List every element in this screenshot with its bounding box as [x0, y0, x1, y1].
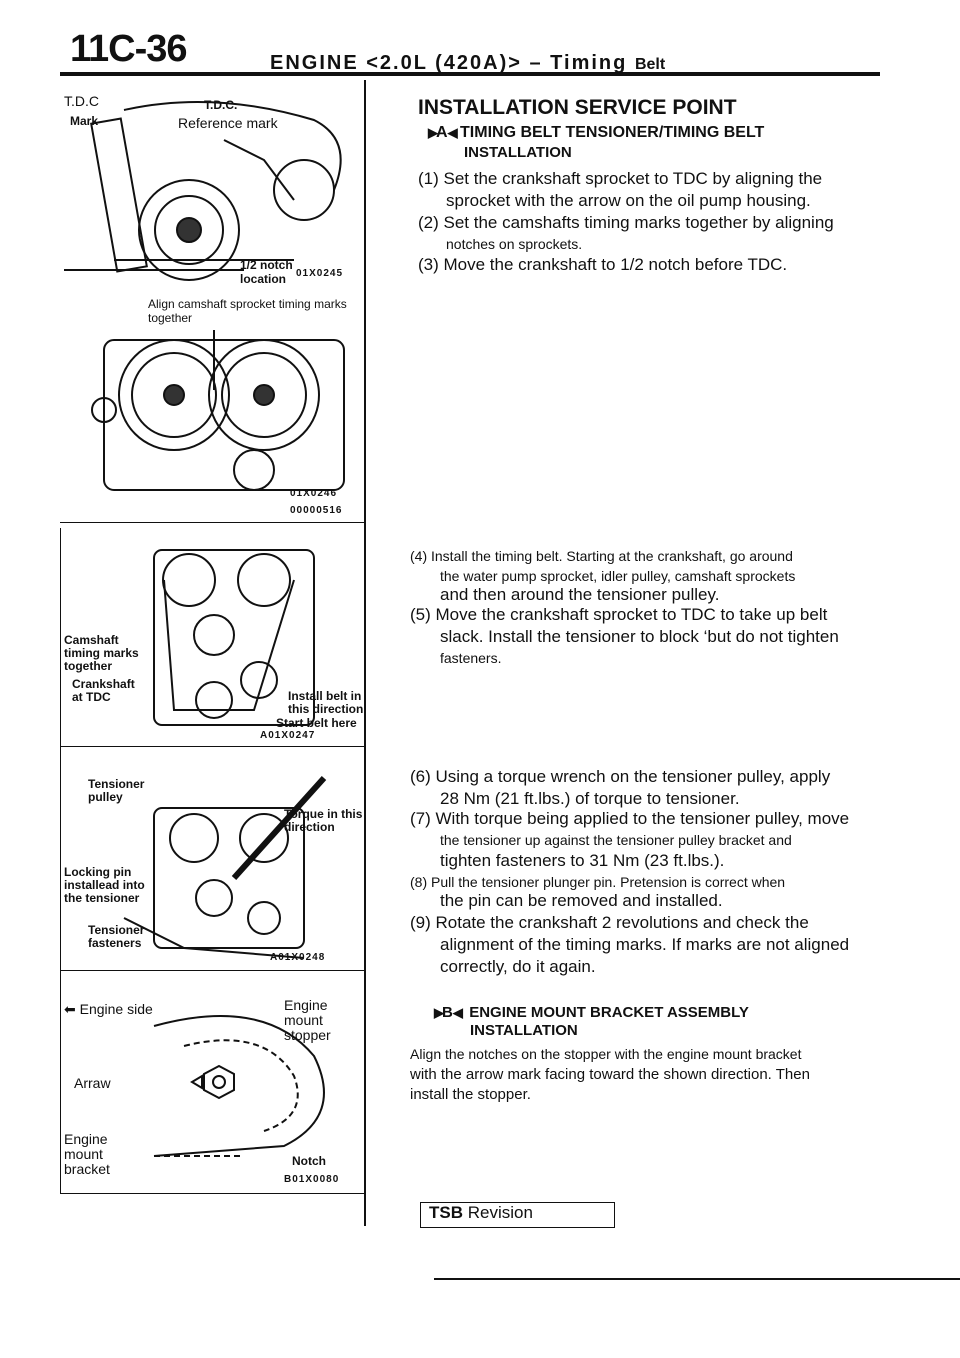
crankshaft-sprocket-drawing	[64, 101, 342, 281]
figure-crankshaft-tdc: T.D.C Mark T.D.C. Reference mark 1/2 not…	[64, 80, 360, 290]
marker-a-icon: ▶	[428, 125, 438, 140]
step-6-cont: 28 Nm (21 ft.lbs.) of torque to tensione…	[440, 789, 740, 808]
label-mount-bracket: Engine mount bracket	[64, 1131, 110, 1177]
figure-separator	[60, 970, 366, 971]
camshaft-sprockets-drawing	[91, 330, 345, 491]
section-b-title: ▶B◀ ENGINE MOUNT BRACKET ASSEMBLY	[434, 1004, 749, 1021]
figure-tensioner: Tensioner pulley Torque in this directio…	[64, 768, 362, 966]
label-torque-direction: Torque in this direction	[284, 807, 363, 834]
figure-separator	[60, 1193, 366, 1194]
belt-routing-drawing	[153, 549, 315, 726]
figure-frame-left	[60, 528, 61, 1194]
step-1-cont: sprocket with the arrow on the oil pump …	[446, 191, 811, 210]
label-notch: Notch	[292, 1154, 326, 1168]
page-title-main: ENGINE <2.0L (420A)> – Timing	[270, 52, 628, 74]
label-locking-pin: Locking pin installead into the tensione…	[64, 865, 145, 905]
step-9: (9) Rotate the crankshaft 2 revolutions …	[410, 913, 809, 932]
step-9-cont-2: correctly, do it again.	[440, 957, 596, 976]
figure-code: B01X0080	[284, 1174, 340, 1185]
step-7-cont: the tensioner up against the tensioner p…	[440, 832, 792, 848]
column-divider	[364, 80, 366, 1226]
label-start-belt: Start belt here	[276, 716, 357, 730]
label-location: location	[240, 272, 287, 286]
step-2: (2) Set the camshafts timing marks toget…	[418, 213, 834, 232]
tsb-revision-box: TSB Revision	[420, 1202, 615, 1228]
section-a-title-2: INSTALLATION	[464, 144, 572, 161]
label-arrow: Arraw	[74, 1075, 111, 1091]
page-title-tail: Belt	[634, 56, 666, 73]
header-rule	[60, 72, 880, 76]
step-1: (1) Set the crankshaft sprocket to TDC b…	[418, 169, 823, 188]
tsb-label: TSB	[429, 1203, 463, 1222]
figure-engine-mount: ⬅ Engine side Engine mount stopper Arraw…	[64, 996, 360, 1190]
tensioner-drawing	[123, 775, 327, 959]
label-tdc-2: T.D.C.	[204, 98, 238, 112]
step-9-cont: alignment of the timing marks. If marks …	[440, 935, 850, 954]
step-7: (7) With torque being applied to the ten…	[410, 809, 850, 828]
step-3: (3) Move the crankshaft to 1/2 notch bef…	[418, 255, 788, 274]
step-align-3: install the stopper.	[410, 1086, 531, 1103]
figure-separator	[60, 522, 366, 523]
label-tensioner-fasteners: Tensioner fasteners	[88, 923, 145, 950]
figure-camshaft-sprockets: 01X0246	[64, 330, 360, 500]
figure-code: 01X0245	[296, 268, 344, 279]
step-align-2: with the arrow mark facing toward the sh…	[410, 1066, 810, 1083]
step-5-cont: slack. Install the tensioner to block ‘b…	[440, 627, 839, 646]
label-install-belt: Install belt in this direction	[288, 689, 364, 716]
step-4-cont-2: and then around the tensioner pulley.	[440, 585, 720, 604]
label-half-notch: 1/2 notch	[240, 258, 293, 272]
label-crankshaft-tdc: Crankshaft at TDC	[72, 677, 135, 704]
label-tdc: T.D.C	[64, 93, 99, 109]
label-mark: Mark	[70, 114, 99, 128]
page-title: ENGINE <2.0L (420A)> – Timing Belt	[270, 52, 665, 75]
label-engine-side: ⬅ Engine side	[64, 1001, 153, 1017]
label-tensioner-pulley: Tensioner pulley	[88, 777, 145, 804]
step-align-1: Align the notches on the stopper with th…	[410, 1046, 802, 1062]
arrow-left-icon: ⬅	[64, 1001, 80, 1017]
section-heading: INSTALLATION SERVICE POINT	[418, 96, 737, 119]
page-number: 11C-36	[70, 28, 188, 70]
marker-b-icon: ▶	[434, 1005, 444, 1020]
footer-rule	[434, 1278, 960, 1280]
step-8: (8) Pull the tensioner plunger pin. Pret…	[410, 874, 786, 890]
label-reference-mark: Reference mark	[178, 115, 278, 131]
step-4-cont: the water pump sprocket, idler pulley, c…	[440, 568, 796, 584]
section-b-title-2: INSTALLATION	[470, 1022, 578, 1039]
step-5-cont-2: fasteners.	[440, 650, 502, 666]
caption-align-camshaft: Align camshaft sprocket timing marks tog…	[148, 297, 347, 325]
label-camshaft-timing: Camshaft timing marks together	[64, 633, 139, 673]
step-6: (6) Using a torque wrench on the tension…	[410, 767, 831, 786]
figure-code: A01X0248	[270, 952, 326, 963]
step-4: (4) Install the timing belt. Starting at…	[410, 548, 793, 564]
step-7-cont-2: tighten fasteners to 31 Nm (23 ft.lbs.).	[440, 851, 725, 870]
figure-separator	[60, 746, 366, 747]
step-8-cont: the pin can be removed and installed.	[440, 891, 723, 910]
label-mount-stopper: Engine mount stopper	[284, 997, 331, 1043]
step-2-cont: notches on sprockets.	[446, 236, 583, 252]
tsb-revision-text: Revision	[467, 1203, 533, 1222]
step-5: (5) Move the crankshaft sprocket to TDC …	[410, 605, 828, 624]
figure-code: 00000516	[290, 505, 343, 516]
figure-timing-belt-routing: Camshaft timing marks together Crankshaf…	[64, 540, 363, 741]
figure-code: A01X0247	[260, 730, 316, 741]
section-a-title: ▶A◀ TIMING BELT TENSIONER/TIMING BELT	[428, 124, 765, 141]
figure-code: 01X0246	[290, 488, 338, 499]
engine-mount-drawing	[153, 1015, 325, 1157]
